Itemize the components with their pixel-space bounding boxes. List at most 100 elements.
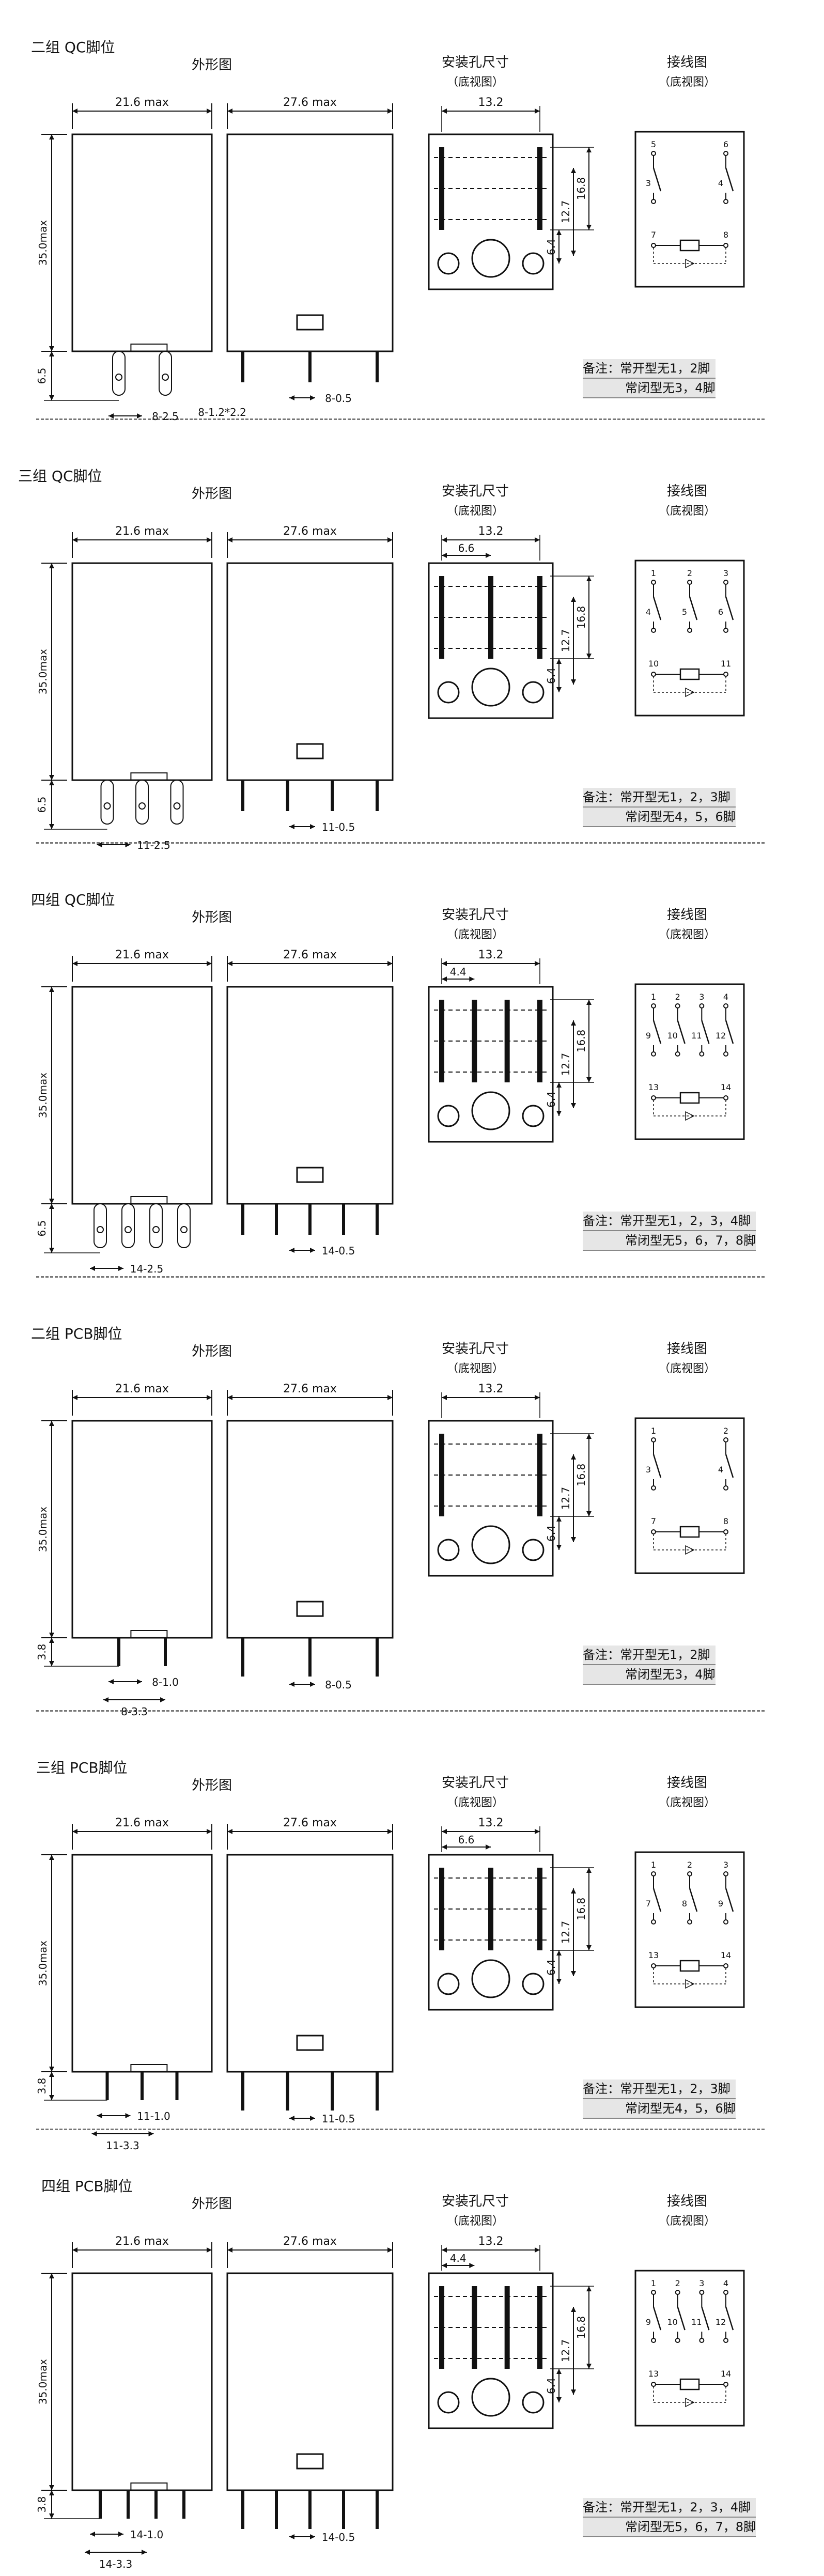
relay-front-view (71, 1420, 213, 1639)
pin-height-dim: 6.5 (36, 1220, 48, 1237)
terminal-icon (723, 243, 728, 248)
switch-arm (689, 596, 698, 620)
qc-pin (170, 780, 184, 825)
terminal-icon (699, 1003, 705, 1008)
hole-h3-dim: 6.4 (545, 668, 557, 684)
terminal-icon (699, 2338, 705, 2343)
mounting-caption: 安装孔尺寸（底视图） (424, 52, 527, 89)
switch-arm (652, 2306, 662, 2331)
terminal-icon (687, 1871, 692, 1876)
diode-icon (685, 2397, 695, 2408)
pin-number: 3 (699, 2278, 704, 2288)
pin-number: 1 (651, 992, 656, 1002)
note-line: 备注：常开型无1，2脚 (583, 359, 716, 379)
terminal-icon (651, 1485, 656, 1491)
mounting-hole-column (488, 576, 493, 659)
terminal-icon (723, 2338, 728, 2343)
pin-number: 2 (687, 568, 692, 578)
height-dim: 35.0max (37, 1073, 49, 1118)
note-line: 常闭型无4，5，6脚 (583, 808, 736, 827)
pin-number: 3 (723, 1860, 728, 1870)
wiring-frame (634, 1851, 745, 2008)
mounting-frame (428, 1420, 554, 1577)
terminal-icon (651, 1437, 656, 1442)
pitch-dim: 6.6 (458, 1834, 475, 1846)
coil-icon (679, 668, 700, 680)
wiring-frame (634, 983, 745, 1140)
hole-span-dim: 13.2 (478, 1817, 504, 1829)
terminal-icon (687, 580, 692, 585)
pin-number: 1 (651, 568, 656, 578)
section-title: 二组 PCB脚位 (31, 1325, 122, 1342)
section-title: 二组 QC脚位 (31, 39, 115, 56)
pin-dim-a: 14-2.5 (130, 1263, 163, 1275)
hole-h2-dim: 12.7 (559, 1053, 572, 1076)
hole-h1-dim: 16.8 (575, 1464, 587, 1487)
pin-number: 8 (682, 1899, 687, 1908)
section-divider (36, 1710, 765, 1712)
caption-text: 安装孔尺寸 (441, 55, 509, 70)
height-dim: 35.0max (37, 1507, 49, 1552)
qc-pin (121, 1203, 135, 1248)
qc-pin (177, 1203, 191, 1248)
terminal-icon (723, 628, 728, 633)
caption-subtitle: （底视图） (446, 1362, 504, 1375)
qc-pin (100, 780, 114, 825)
pin-number: 4 (723, 992, 728, 1002)
depth-dim: 27.6 max (283, 525, 337, 538)
terminal-icon (651, 1095, 656, 1100)
wiring-frame (634, 131, 745, 288)
caption-text: 安装孔尺寸 (441, 1775, 509, 1791)
caption-text: 接线图 (666, 907, 707, 923)
coil-icon (679, 1960, 700, 1972)
arrow-icon (442, 1844, 491, 1850)
caption-text: 外形图 (191, 486, 232, 502)
terminal-icon (651, 1919, 656, 1925)
qc-pin-hole (152, 1226, 160, 1233)
pin-number: 5 (651, 139, 656, 149)
wiring-frame (634, 2270, 745, 2427)
pin-number: 6 (723, 139, 728, 149)
qc-pin-hole (115, 374, 122, 381)
terminal-icon (723, 1963, 728, 1968)
qc-pin (135, 780, 149, 825)
label-window (296, 2453, 324, 2470)
coil-hole (437, 681, 460, 704)
pin-height-dim: 3.8 (36, 1644, 48, 1661)
caption-subtitle: （底视图） (446, 928, 504, 941)
outline-caption: 外形图 (160, 1775, 263, 1794)
switch-arm (725, 596, 734, 620)
terminal-icon (723, 1051, 728, 1057)
terminal-icon (675, 2290, 680, 2295)
pin-number: 13 (648, 2369, 659, 2379)
mounting-hole-column (488, 1868, 493, 1950)
terminal-icon (723, 580, 728, 585)
mounting-hole-column (537, 576, 542, 659)
coil-hole (522, 1973, 545, 1995)
pin-number: 4 (718, 1465, 723, 1475)
caption-subtitle: （底视图） (658, 928, 716, 941)
coil-hole (522, 252, 545, 275)
qc-pin (112, 351, 126, 396)
caption-subtitle: （底视图） (658, 505, 716, 518)
wiring-caption: 接线图（底视图） (635, 480, 739, 518)
base-ledge (130, 772, 168, 781)
caption-text: 外形图 (191, 2196, 232, 2212)
hole-h1-dim: 16.8 (575, 177, 587, 200)
mounting-frame (428, 1854, 554, 2011)
note-line: 常闭型无3，4脚 (583, 379, 716, 398)
hole-h1-dim: 16.8 (575, 2316, 587, 2339)
pin-number: 4 (723, 2278, 728, 2288)
width-dim: 21.6 max (115, 1383, 169, 1395)
switch-arm (652, 596, 662, 620)
diode-icon (685, 1111, 695, 1121)
qc-pin-hole (162, 374, 169, 381)
terminal-icon (651, 580, 656, 585)
caption-text: 安装孔尺寸 (441, 1341, 509, 1357)
arrow-icon (289, 824, 315, 829)
